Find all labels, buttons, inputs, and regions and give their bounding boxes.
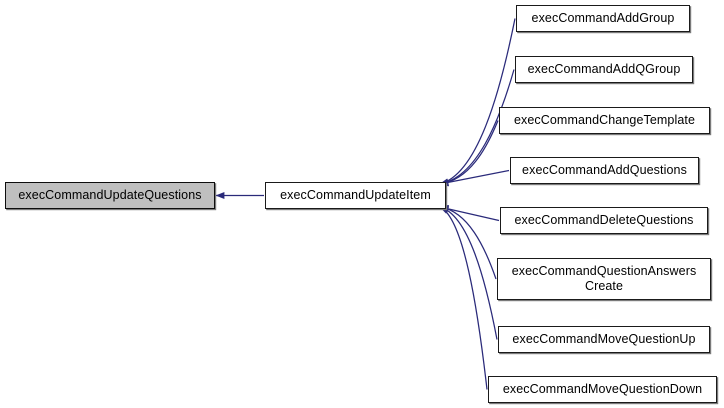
node-exec-command-add-q-group[interactable]: execCommandAddQGroup (515, 56, 693, 83)
node-exec-command-add-group[interactable]: execCommandAddGroup (516, 5, 690, 32)
node-label: execCommandUpdateQuestions (18, 187, 202, 202)
node-exec-command-change-template[interactable]: execCommandChangeTemplate (499, 107, 710, 134)
node-exec-command-delete-questions[interactable]: execCommandDeleteQuestions (500, 207, 708, 234)
graph-edge-deletequestions-to-updateitem (439, 205, 500, 222)
node-label: execCommandAddGroup (531, 10, 675, 25)
node-label: execCommandMoveQuestionDown (502, 381, 703, 396)
node-label: execCommandChangeTemplate (513, 112, 696, 127)
node-exec-command-add-questions[interactable]: execCommandAddQuestions (510, 157, 699, 184)
graph-edge-addquestions-to-updateitem (439, 169, 510, 186)
node-exec-command-question-answers-create[interactable]: execCommandQuestionAnswers Create (497, 258, 711, 300)
graph-edge-movequestionup-to-updateitem (439, 205, 498, 340)
graph-edge-changetemplate-to-updateitem (439, 120, 499, 187)
node-exec-command-update-questions[interactable]: execCommandUpdateQuestions (5, 182, 215, 209)
node-label: execCommandMoveQuestionUp (512, 331, 696, 346)
graph-edge-questionanswerscreate-to-updateitem (439, 204, 497, 280)
node-exec-command-move-question-up[interactable]: execCommandMoveQuestionUp (498, 326, 710, 353)
node-label: execCommandAddQuestions (522, 162, 687, 177)
graph-edge-addgroup-to-updateitem (439, 18, 516, 186)
node-label: execCommandAddQGroup (527, 61, 681, 76)
node-exec-command-move-question-down[interactable]: execCommandMoveQuestionDown (488, 376, 717, 403)
node-label: execCommandUpdateItem (280, 187, 431, 202)
graph-edge-movequestiondown-to-updateitem (439, 206, 488, 390)
node-exec-command-update-item[interactable]: execCommandUpdateItem (265, 182, 446, 209)
node-label: execCommandDeleteQuestions (514, 212, 694, 227)
node-label: execCommandQuestionAnswers Create (511, 264, 697, 293)
